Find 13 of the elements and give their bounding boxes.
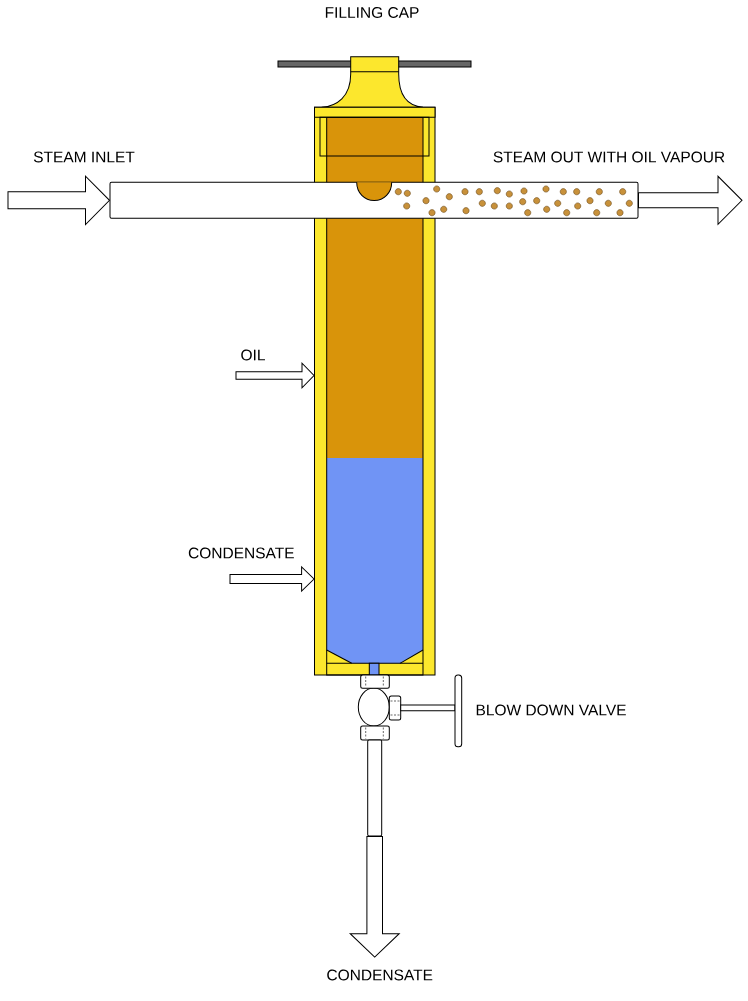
flow-arrow <box>638 175 743 225</box>
part-label: BLOW DOWN VALVE <box>476 704 626 716</box>
flow-arrow <box>229 566 315 592</box>
arrow-label: STEAM OUT WITH OIL VAPOUR <box>493 151 725 163</box>
part-label: FILLING CAP <box>325 7 419 18</box>
arrow-label: CONDENSATE <box>327 969 433 981</box>
arrow-label: STEAM INLET <box>33 151 135 163</box>
drain-pipe <box>367 739 383 837</box>
arrow-label: CONDENSATE <box>188 547 294 559</box>
flow-arrow <box>235 362 315 389</box>
flow-arrow <box>7 175 110 225</box>
flow-arrow <box>349 836 400 958</box>
arrow-label: OIL <box>241 349 265 361</box>
